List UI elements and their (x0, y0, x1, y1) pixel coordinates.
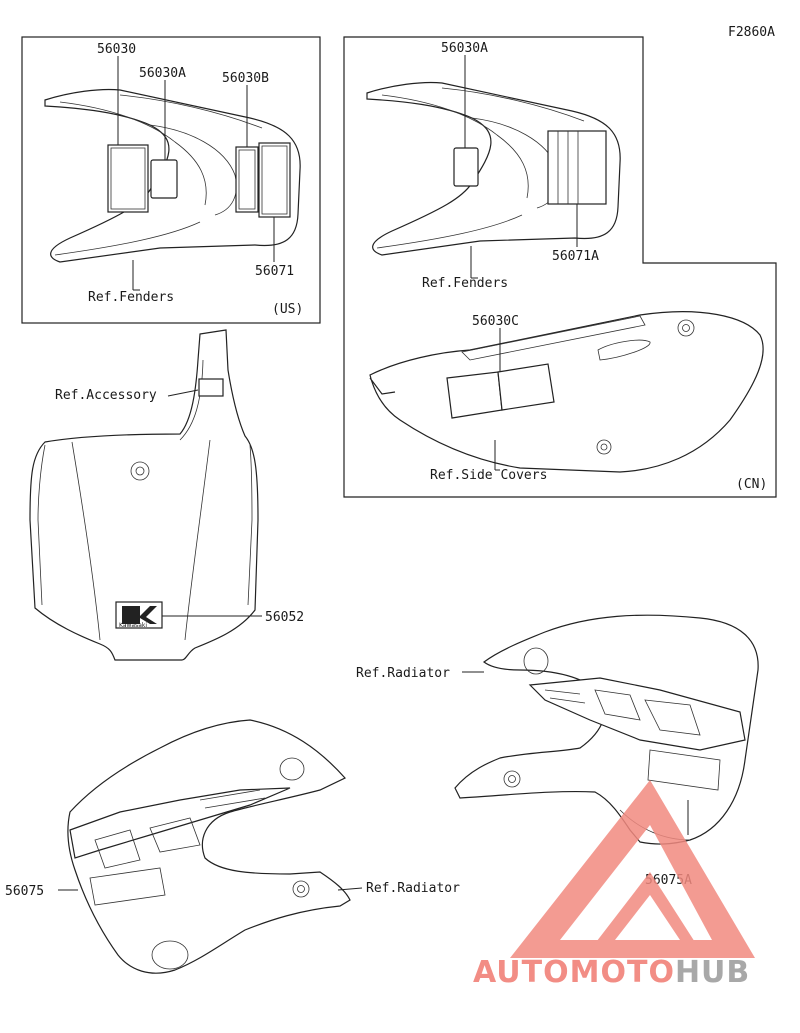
label-56052: 56052 (265, 610, 304, 625)
label-ref-accessory: Ref.Accessory (55, 388, 157, 403)
us-decal-56030 (107, 144, 149, 213)
figure-code: F2860A (728, 25, 775, 40)
label-cn-ref-fenders: Ref.Fenders (422, 276, 508, 291)
label-us-region: (US) (272, 302, 303, 317)
kx-graphic-left (69, 787, 291, 859)
us-decal-56071-inner (261, 145, 288, 215)
watermark-inner-triangle-icon (590, 872, 700, 950)
us-decal-56030a (150, 159, 178, 199)
label-us-ref-fenders: Ref.Fenders (88, 290, 174, 305)
cn-decal-56071a (547, 130, 607, 205)
us-decal-56030-inner (110, 147, 146, 210)
label-cn-56030c: 56030C (472, 314, 519, 329)
label-us-56030: 56030 (97, 42, 136, 57)
label-left-ref-radiator: Ref.Radiator (366, 881, 460, 896)
cn-decal-56030c-left (446, 371, 503, 419)
label-cn-ref-side-covers: Ref.Side Covers (430, 468, 547, 483)
watermark-hub: HUB (675, 955, 750, 990)
kawasaki-k-icon (122, 606, 157, 624)
label-right-ref-radiator: Ref.Radiator (356, 666, 450, 681)
number-plate: Kawasaki Ref.Accessory 56052 (29, 329, 304, 661)
radiator-shroud-left: 56075 Ref.Radiator (5, 719, 460, 974)
panel-cn: 56030A 56071A Ref.Fenders 56030C Ref.Sid… (343, 36, 777, 498)
watermark-auto: AUTO (473, 955, 570, 990)
label-us-56030a: 56030A (139, 66, 186, 81)
label-cn-56030a: 56030A (441, 41, 488, 56)
panel-cn-frame (343, 36, 777, 498)
cn-side-cover (369, 311, 764, 473)
watermark-triangle-icon (510, 780, 755, 958)
panel-us: 56030 56030A 56030B 56071 Ref.Fenders (U… (21, 36, 321, 324)
label-cn-56071a: 56071A (552, 249, 599, 264)
watermark: AUTOMOTOHUB (473, 780, 755, 990)
cn-decal-56030a (453, 147, 479, 187)
label-us-56030b: 56030B (222, 71, 269, 86)
kawasaki-logo-text: Kawasaki (119, 622, 147, 629)
plate-accessory-decal (198, 378, 224, 397)
watermark-text: AUTOMOTOHUB (473, 955, 750, 990)
us-decal-56071 (258, 142, 291, 218)
cn-decal-56030c-right (497, 363, 555, 411)
label-cn-region: (CN) (736, 477, 767, 492)
us-decal-56030b-inner (238, 149, 256, 210)
radiator-shroud-right: Ref.Radiator 56075A (356, 614, 759, 888)
watermark-moto: MOTO (570, 955, 675, 990)
panel-us-frame (21, 36, 321, 324)
label-56075: 56075 (5, 884, 44, 899)
label-us-56071: 56071 (255, 264, 294, 279)
